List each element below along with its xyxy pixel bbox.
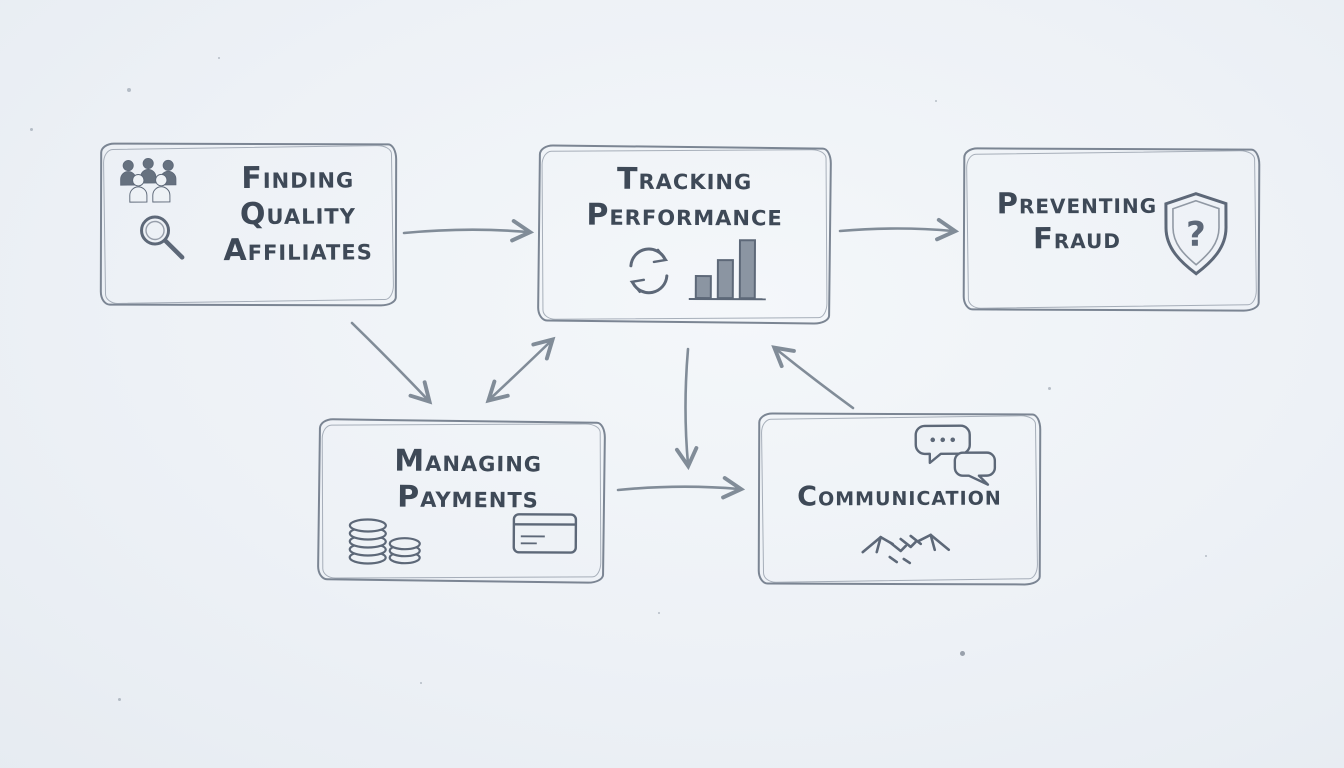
node-label-line: Communication: [797, 480, 1002, 513]
coin-stacks-icon: [348, 518, 421, 565]
speckle: [127, 88, 131, 92]
arrow-communication-to-tracking: [771, 345, 855, 410]
magnifier-icon: [140, 215, 185, 260]
speckle: [960, 651, 965, 656]
node-tracking-performance: Tracking Performance: [537, 144, 832, 325]
arrow-tracking-down: [674, 347, 699, 471]
speckle: [1048, 387, 1051, 390]
arrow-finding-to-tracking: [402, 219, 535, 243]
arrow-payments-tracking-bidirectional: [485, 336, 556, 404]
node-label-line: Tracking: [617, 161, 753, 198]
node-finding-quality-affiliates: Finding Quality Affiliates: [99, 142, 398, 307]
node-label-line: Fraud: [1033, 220, 1122, 256]
handshake-icon: [860, 533, 950, 565]
credit-card-icon: [512, 513, 578, 554]
node-label-line: Finding: [241, 160, 355, 197]
arrow-finding-to-payments: [350, 321, 433, 405]
sync-arrows-icon: [629, 247, 669, 295]
chat-bubbles-icon: [914, 424, 997, 486]
node-label-line: Performance: [586, 197, 783, 234]
node-preventing-fraud: Preventing Fraud ?: [962, 147, 1261, 312]
shield-question-icon: ?: [1164, 192, 1228, 276]
arrow-payments-to-communication: [616, 476, 746, 500]
node-communication: Communication: [757, 412, 1042, 586]
node-managing-payments: Managing Payments: [316, 418, 607, 584]
speckle: [118, 698, 121, 701]
speckle: [30, 128, 33, 131]
speckle: [935, 100, 937, 102]
node-label-line: Quality: [239, 196, 356, 233]
node-label-line: Affiliates: [223, 232, 373, 269]
bar-chart-icon: [688, 239, 766, 301]
arrow-tracking-to-fraud: [838, 217, 960, 242]
speckle: [658, 612, 660, 614]
speckle: [420, 682, 422, 684]
speckle: [1205, 555, 1207, 557]
node-label-line: Preventing: [996, 185, 1158, 221]
node-label-line: Managing: [394, 443, 543, 480]
shield-question-mark: ?: [1186, 215, 1206, 255]
speckle: [218, 57, 220, 59]
people-group-icon: [120, 157, 177, 203]
